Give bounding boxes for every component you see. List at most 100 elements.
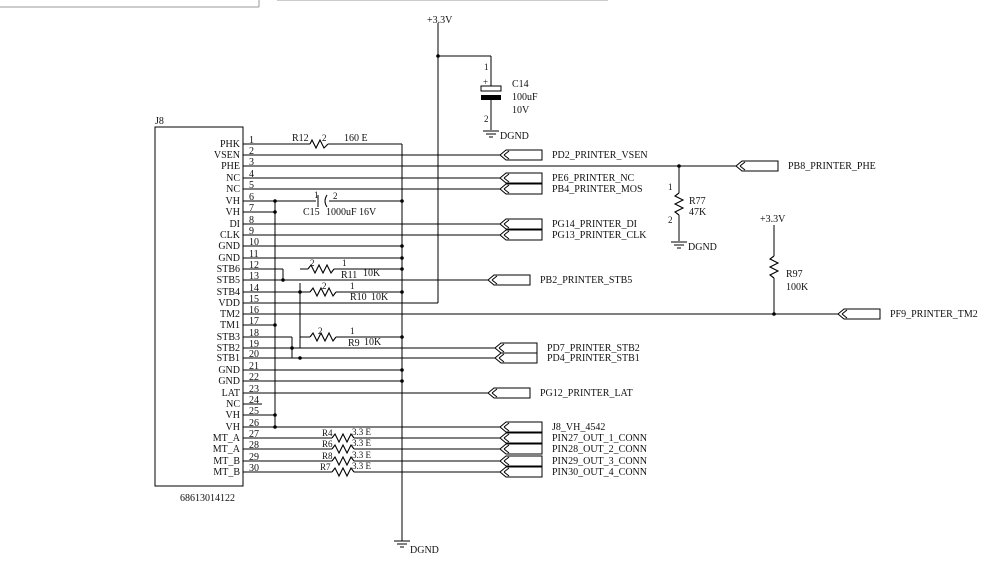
r7-value: 3.3 E xyxy=(352,461,372,471)
connector-pin-number: 12 xyxy=(249,260,259,271)
connector-pin-number: 30 xyxy=(249,463,259,474)
r12-ref: R12 xyxy=(292,133,309,144)
connector-pin-number: 21 xyxy=(249,361,259,372)
net-port-pg12: PG12_PRINTER_LAT xyxy=(487,387,633,399)
connector-pin-number: 7 xyxy=(249,203,254,214)
c14-voltage: 10V xyxy=(512,105,530,116)
net-label: PIN28_OUT_2_CONN xyxy=(552,444,647,455)
net-port-pd2: PD2_PRINTER_VSEN xyxy=(499,149,648,161)
net-label: PG14_PRINTER_DI xyxy=(552,219,637,230)
connector-pin-name: VH xyxy=(226,422,240,433)
net-ports: PD2_PRINTER_VSENPB8_PRINTER_PHEPE6_PRINT… xyxy=(487,149,978,478)
r9-pin1: 1 xyxy=(350,326,355,336)
c15-ref: C15 xyxy=(303,207,320,218)
net-port-pd4: PD4_PRINTER_STB1 xyxy=(494,352,640,364)
connector-pin-name: MT_B xyxy=(213,467,240,478)
connector-ref: J8 xyxy=(155,116,164,127)
r12-pin2: 2 xyxy=(322,133,327,143)
connector-pin-number: 18 xyxy=(249,328,259,339)
power-label-3v3-right: +3.3V xyxy=(760,214,786,225)
connector-pin-name: STB3 xyxy=(217,332,240,343)
connector-pin-name: STB4 xyxy=(217,287,240,298)
connector-pin-name: GND xyxy=(218,365,240,376)
r4-value: 3.3 E xyxy=(352,427,372,437)
resistor-r7 xyxy=(331,466,355,478)
r6-ref: R6 xyxy=(322,439,333,449)
c14-pin2: 2 xyxy=(484,114,489,124)
connector-pin-number: 23 xyxy=(249,384,259,395)
connector-pin-name: MT_A xyxy=(213,433,241,444)
net-port-out4: PIN30_OUT_4_CONN xyxy=(499,466,647,478)
c14-value: 100uF xyxy=(512,92,538,103)
connector-pin-name: DI xyxy=(229,219,240,230)
net-label: PB4_PRINTER_MOS xyxy=(552,184,643,195)
connector-pin-name: VSEN xyxy=(214,150,240,161)
connector-pin-name: STB5 xyxy=(217,275,240,286)
connector-pin-number: 27 xyxy=(249,429,259,440)
net-port-pg13: PG13_PRINTER_CLK xyxy=(499,229,647,241)
connector-pin-number: 10 xyxy=(249,237,259,248)
connector-part-number: 68613014122 xyxy=(180,493,235,504)
connector-pin-name: STB2 xyxy=(217,343,240,354)
connector-pin-name: MT_A xyxy=(213,444,241,455)
net-label: PD2_PRINTER_VSEN xyxy=(552,150,648,161)
net-label: PG13_PRINTER_CLK xyxy=(552,230,647,241)
c15-value: 1000uF 16V xyxy=(326,207,377,218)
connector-pin-number: 5 xyxy=(249,180,254,191)
connector-pin-number: 25 xyxy=(249,406,259,417)
r9-ref: R9 xyxy=(348,338,360,349)
c14-pin1: 1 xyxy=(484,62,489,72)
connector-pin-name: PHK xyxy=(220,139,241,150)
resistor-r6 xyxy=(331,443,355,455)
net-port-out3: PIN29_OUT_3_CONN xyxy=(499,455,647,467)
connector-pin-number: 1 xyxy=(249,135,254,146)
connector-pin-number: 20 xyxy=(249,349,259,360)
connector-pin-name: GND xyxy=(218,376,240,387)
resistor-r10 xyxy=(309,286,337,298)
r6-value: 3.3 E xyxy=(352,438,372,448)
connector-pin-number: 15 xyxy=(249,294,259,305)
resistor-r97 xyxy=(768,255,780,279)
net-port-out1: PIN27_OUT_1_CONN xyxy=(499,432,647,444)
net-label: J8_VH_4542 xyxy=(552,422,605,433)
capacitor-c14 xyxy=(480,85,502,130)
connector-pin-name: STB6 xyxy=(217,264,240,275)
r12-value: 160 E xyxy=(344,133,368,144)
net-port-pd7: PD7_PRINTER_STB2 xyxy=(494,342,640,354)
c15-pin2: 2 xyxy=(333,191,338,201)
net-port-pf9: PF9_PRINTER_TM2 xyxy=(837,308,978,320)
c14-polarity: + xyxy=(483,77,488,87)
connector-pin-number: 14 xyxy=(249,283,259,294)
net-label: PD7_PRINTER_STB2 xyxy=(547,343,640,354)
r8-ref: R8 xyxy=(322,451,333,461)
r97-ref: R97 xyxy=(786,269,803,280)
power-label-3v3: +3.3V xyxy=(427,15,453,26)
connector-pin-name: VH xyxy=(226,196,240,207)
resistor-r8 xyxy=(331,455,355,467)
ground-symbol-r77 xyxy=(671,241,687,249)
r8-value: 3.3 E xyxy=(352,450,372,460)
net-port-pb4: PB4_PRINTER_MOS xyxy=(499,183,643,195)
connector-pin-name: PHE xyxy=(221,161,240,172)
c15-pin1: 1 xyxy=(314,190,319,200)
connector-pin-name: NC xyxy=(226,399,240,410)
connector-pin-number: 29 xyxy=(249,452,259,463)
r11-value: 10K xyxy=(363,268,381,279)
r77-pin2: 2 xyxy=(668,215,673,225)
r10-value: 10K xyxy=(371,292,389,303)
connector-pin-name: VDD xyxy=(218,298,240,309)
r7-ref: R7 xyxy=(320,462,331,472)
r9-pin2: 2 xyxy=(318,326,323,336)
ground-symbol-c14 xyxy=(483,130,499,138)
r9-value: 10K xyxy=(364,337,382,348)
net-label: PG12_PRINTER_LAT xyxy=(540,388,633,399)
connector-pin-number: 3 xyxy=(249,157,254,168)
net-label: PF9_PRINTER_TM2 xyxy=(890,309,978,320)
junction-dots xyxy=(273,54,776,429)
resistor-r77 xyxy=(673,192,685,216)
net-port-j8vh: J8_VH_4542 xyxy=(499,421,605,433)
r10-ref: R10 xyxy=(350,292,367,303)
